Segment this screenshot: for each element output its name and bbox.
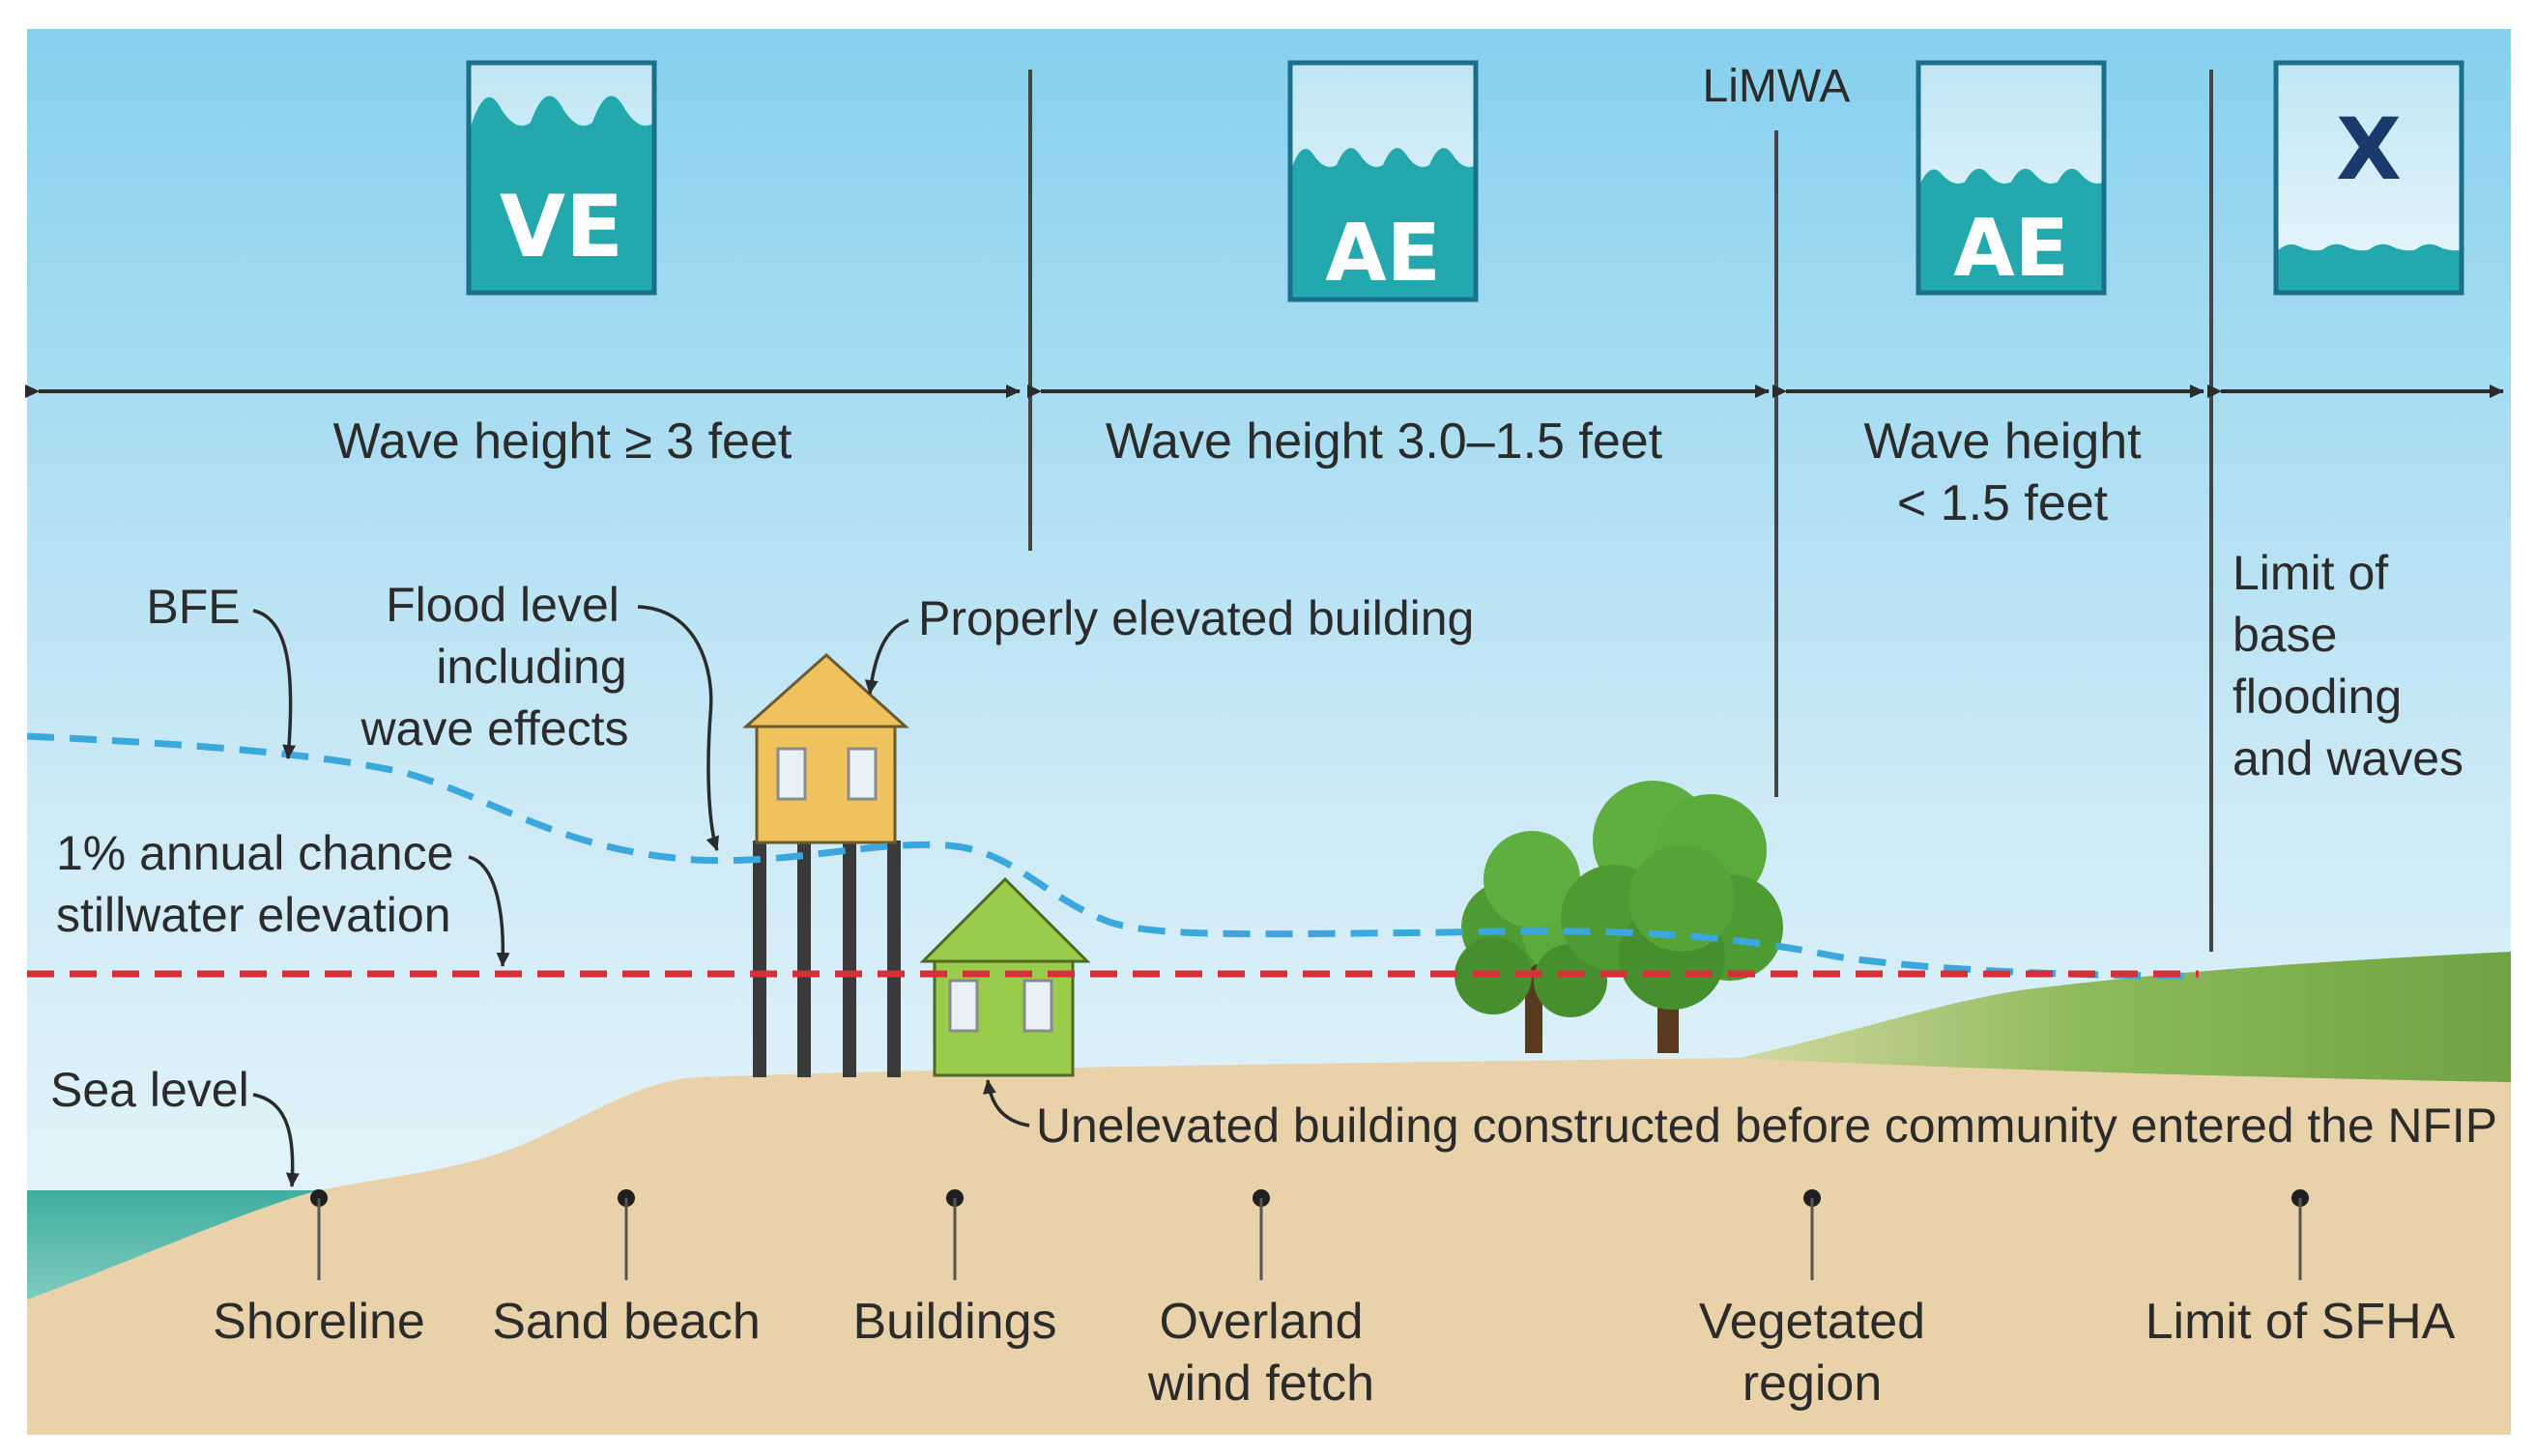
zone-code-label: X xyxy=(2336,100,2402,199)
zone-code-label: AE xyxy=(1953,203,2068,295)
ground-marker-5: Limit of SFHA xyxy=(2146,1189,2456,1350)
zone-box-ae-1: AE xyxy=(1287,60,1479,302)
zone-box-ve-0: VE xyxy=(466,60,657,296)
ground-marker-1: Sand beach xyxy=(492,1189,761,1350)
bfe-label: BFE xyxy=(146,580,240,634)
wave-height-limwa-line1: Wave height xyxy=(1863,414,2142,470)
bfe-wave-line xyxy=(26,732,2195,980)
zone-water-waves xyxy=(1918,168,2104,293)
unelevated-building xyxy=(919,876,1091,1077)
zone-box-x-3: X xyxy=(2273,60,2464,296)
wave-height-ve: Wave height ≥ 3 feet xyxy=(333,414,792,470)
stillwater-label-line1: 1% annual chance xyxy=(56,826,453,880)
ground-marker-4: Vegetated region xyxy=(1699,1189,1925,1412)
tree-small xyxy=(1455,831,1609,1053)
zone-water-waves xyxy=(1290,148,1476,300)
zone-water-waves xyxy=(469,96,654,293)
limit-label-line1: Limit of xyxy=(2233,546,2388,600)
flood-level-label-line3: wave effects xyxy=(360,701,628,756)
ground-marker-2: Buildings xyxy=(852,1189,1057,1350)
unelevated-label: Unelevated building constructed before c… xyxy=(1036,1099,2497,1153)
ground-label: Buildings xyxy=(852,1294,1056,1350)
sand-ground xyxy=(27,952,2511,1435)
limwa-label: LiMWA xyxy=(1703,61,1851,112)
trees xyxy=(1455,781,1783,1053)
sea-level-label: Sea level xyxy=(50,1063,249,1117)
ground-label: Limit of SFHA xyxy=(2146,1294,2456,1350)
flood-level-label-line1: Flood level xyxy=(386,578,619,632)
zone-box-ae-2: AE xyxy=(1916,60,2107,296)
vegetated-slope xyxy=(1740,952,2511,1082)
ground-marker-3: Overland wind fetch xyxy=(1147,1189,1374,1412)
sea-level-callout-arrow xyxy=(252,1093,300,1187)
limit-label-line4: and waves xyxy=(2233,731,2463,785)
wave-height-limwa-line2: < 1.5 feet xyxy=(1897,475,2109,531)
unelevated-callout-arrow xyxy=(982,1079,1030,1128)
ground-label: Overland xyxy=(1160,1294,1364,1350)
zone-water-waves xyxy=(2276,243,2462,293)
stillwater-callout-arrow xyxy=(468,855,510,967)
ground-label: Shoreline xyxy=(213,1294,425,1350)
properly-elevated-building xyxy=(742,652,909,1077)
zone-code-label: VE xyxy=(500,177,623,276)
ground-label: Vegetated xyxy=(1699,1294,1925,1350)
limit-label-line2: base xyxy=(2233,608,2337,662)
ground-markers: Shoreline Sand beach Buildings Overland wind… xyxy=(213,1189,2456,1412)
ground-marker-0: Shoreline xyxy=(213,1189,425,1350)
ground-label: region xyxy=(1743,1356,1883,1412)
callouts xyxy=(252,605,1030,1187)
ground-label: wind fetch xyxy=(1147,1356,1374,1412)
flood-level-label-line2: including xyxy=(436,640,626,694)
ground-label: Sand beach xyxy=(492,1294,761,1350)
zone-code-label: AE xyxy=(1325,208,1440,300)
limit-label-line3: flooding xyxy=(2233,670,2402,724)
wave-height-ae: Wave height 3.0–1.5 feet xyxy=(1106,414,1663,470)
stillwater-label-line2: stillwater elevation xyxy=(56,888,451,942)
tree-large xyxy=(1561,781,1783,1053)
properly-elevated-callout-arrow xyxy=(864,618,909,695)
flood-level-callout-arrow xyxy=(637,605,719,851)
limit-label: Limit of base flooding and waves xyxy=(2233,546,2463,785)
properly-elevated-label: Properly elevated building xyxy=(918,591,1474,645)
bfe-callout-arrow xyxy=(252,609,297,759)
zone-boxes: VE AE AE X xyxy=(466,60,2464,302)
